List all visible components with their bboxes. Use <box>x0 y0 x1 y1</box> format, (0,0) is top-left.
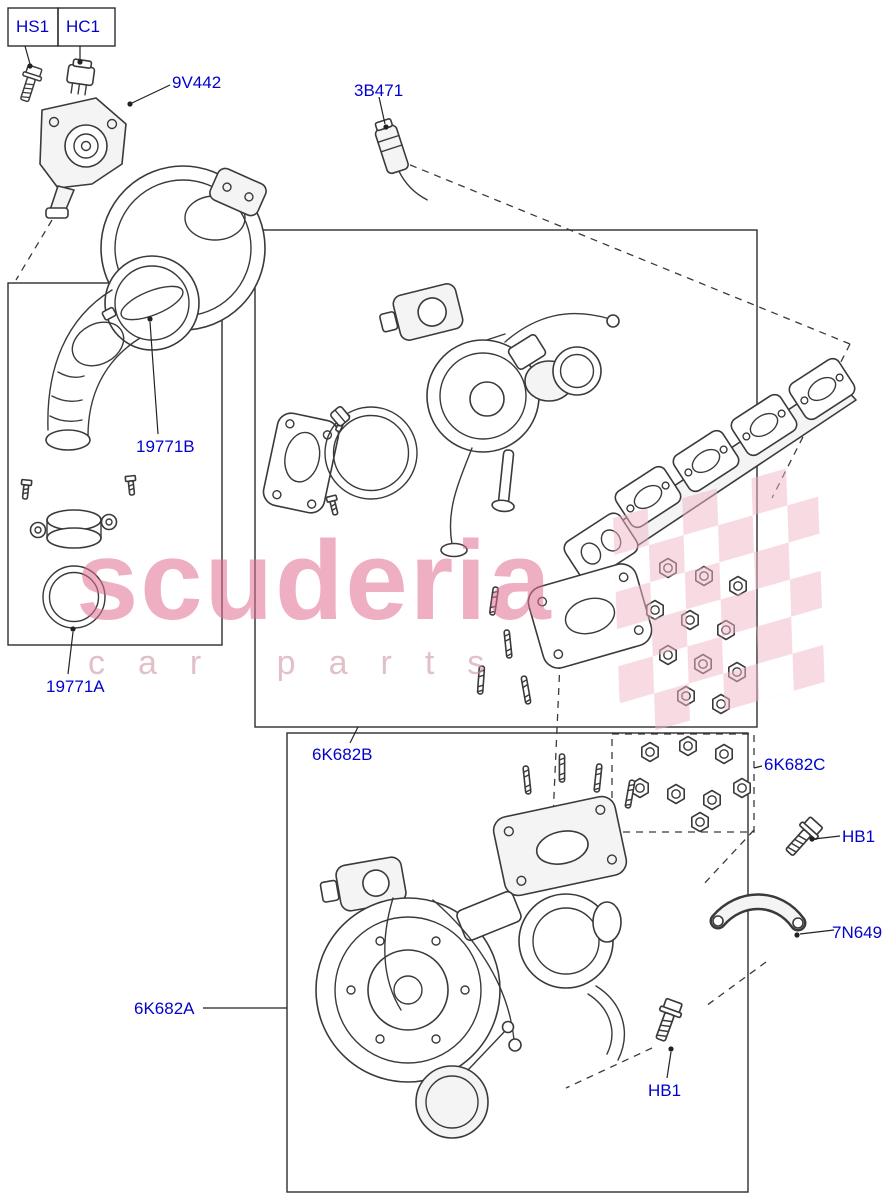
gasket-screw <box>325 494 342 517</box>
hs1-bolt-drawing <box>14 63 45 105</box>
turbo-inlet-gasket-drawing <box>262 412 340 514</box>
leader-lines <box>24 45 841 1079</box>
v-band-clamp-drawing <box>324 406 418 500</box>
part-label-6k682a[interactable]: 6K682A <box>134 999 195 1018</box>
part-label-9v442[interactable]: 9V442 <box>172 73 222 92</box>
bracket-9v442-drawing <box>39 97 127 219</box>
turbo-manifold-gasket-drawing <box>527 563 653 669</box>
throttle-body-drawing <box>45 165 267 451</box>
part-label-hb1-upper[interactable]: HB1 <box>842 827 876 846</box>
wastegate-canister-drawing <box>415 1020 515 1139</box>
exhaust-manifold-drawing <box>563 357 857 582</box>
mounting-stud <box>503 629 513 659</box>
oil-drain-tube-drawing <box>491 449 515 513</box>
mounting-stud <box>476 665 486 695</box>
part-label-hs1[interactable]: HS1 <box>16 17 50 36</box>
hb1-bolt-upper-drawing <box>780 814 826 861</box>
turbocharger-lower-drawing <box>315 753 636 1139</box>
hb1-bolt-lower-drawing <box>649 996 686 1045</box>
hose-clamp-drawing <box>71 306 125 367</box>
callout-box-hc1 <box>57 7 116 47</box>
turbo-mounting-plate-drawing <box>492 795 628 897</box>
group-box-throttle <box>7 282 223 646</box>
group-box-6k682a <box>286 732 749 1193</box>
part-label-3b471[interactable]: 3B471 <box>354 81 404 100</box>
part-label-hc1[interactable]: HC1 <box>66 17 101 36</box>
part-label-19771b[interactable]: 19771B <box>136 437 195 456</box>
nut-cluster-upper <box>645 557 748 715</box>
support-bracket-drawing <box>709 893 807 932</box>
flange-screw <box>124 474 138 497</box>
outlet-flange-drawing <box>29 509 118 549</box>
mounting-stud <box>488 585 500 617</box>
nut-kit-6k682c <box>630 735 752 833</box>
hc1-connector-drawing <box>66 58 96 96</box>
mounting-stud <box>520 674 532 706</box>
actuator-drawing <box>379 283 464 341</box>
part-label-6k682b[interactable]: 6K682B <box>312 745 373 764</box>
part-label-hb1-lower[interactable]: HB1 <box>648 1081 682 1100</box>
sensor-3b471-drawing <box>374 118 428 201</box>
part-label-7n649[interactable]: 7N649 <box>832 923 883 942</box>
flange-screw <box>19 478 33 501</box>
turbocharger-upper-drawing <box>262 283 620 558</box>
o-ring-drawing <box>42 565 106 629</box>
part-label-6k682c[interactable]: 6K682C <box>764 755 826 774</box>
part-label-19771a[interactable]: 19771A <box>46 677 105 696</box>
